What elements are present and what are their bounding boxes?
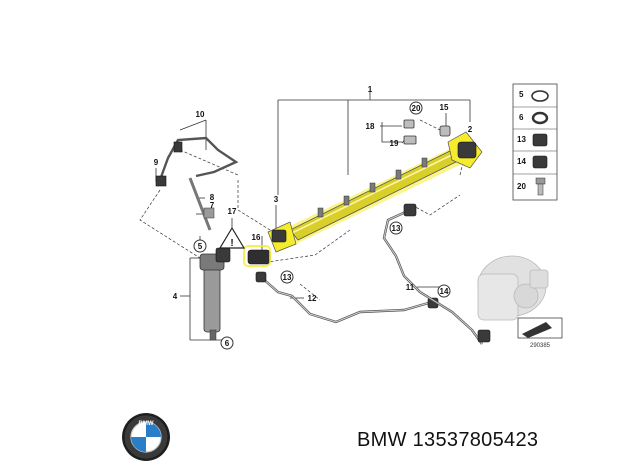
bolt-icon — [535, 177, 546, 196]
dashed-relation-lines — [139, 119, 467, 301]
bmw-logo: BMW — [122, 413, 170, 461]
callout-11: 11 — [406, 283, 415, 292]
bracket-icon — [532, 155, 548, 169]
circled-callouts: 5 6 13 13 14 20 — [193, 101, 451, 350]
part-number-caption: BMW 13537805423 — [357, 429, 539, 451]
callout-15: 15 — [440, 103, 449, 112]
callout-19: 19 — [390, 139, 399, 148]
injector — [199, 247, 231, 341]
callout-20: 20 — [412, 104, 421, 113]
diagram-ref-number: 290385 — [530, 343, 551, 349]
wiring-lead — [155, 136, 239, 187]
legend-num-13: 13 — [517, 135, 526, 144]
callout-16: 16 — [252, 233, 261, 242]
pressure-sensor — [243, 245, 271, 267]
callout-12: 12 — [308, 294, 317, 303]
callout-13-a: 13 — [392, 224, 401, 233]
reference-arrow-icon — [522, 322, 552, 338]
grommet-icon — [532, 133, 548, 147]
callout-6: 6 — [225, 339, 230, 348]
callout-labels: 1 2 3 4 7 8 9 10 11 12 15 16 17 18 19 — [154, 85, 473, 303]
o-ring-icon — [531, 90, 549, 102]
callout-18: 18 — [366, 122, 375, 131]
callout-14: 14 — [440, 287, 449, 296]
svg-text:!: ! — [230, 238, 233, 249]
legend-num-6: 6 — [519, 113, 524, 122]
callout-1: 1 — [368, 85, 373, 94]
legend-num-20: 20 — [517, 182, 526, 191]
callout-7: 7 — [210, 201, 215, 210]
svg-text:BMW: BMW — [139, 421, 154, 427]
fuel-rail — [267, 131, 483, 253]
high-pressure-pump — [477, 255, 549, 321]
legend-num-14: 14 — [517, 157, 526, 166]
seal-ring-icon — [531, 111, 549, 125]
callout-17: 17 — [228, 207, 237, 216]
callout-8: 8 — [210, 193, 215, 202]
legend-num-5: 5 — [519, 90, 524, 99]
legend-panel: 5 6 13 14 20 — [512, 83, 558, 201]
callout-5: 5 — [198, 242, 203, 251]
callout-13-b: 13 — [283, 273, 292, 282]
warning-icon: ! — [218, 226, 246, 249]
high-pressure-line-11 — [382, 203, 491, 345]
reference-box: 290385 — [517, 317, 563, 349]
callout-2: 2 — [468, 125, 473, 134]
small-parts — [403, 119, 451, 145]
callout-3: 3 — [274, 195, 279, 204]
callout-9: 9 — [154, 158, 159, 167]
callout-4: 4 — [173, 292, 178, 301]
clamp-bolt — [188, 177, 215, 231]
callout-10: 10 — [196, 110, 205, 119]
